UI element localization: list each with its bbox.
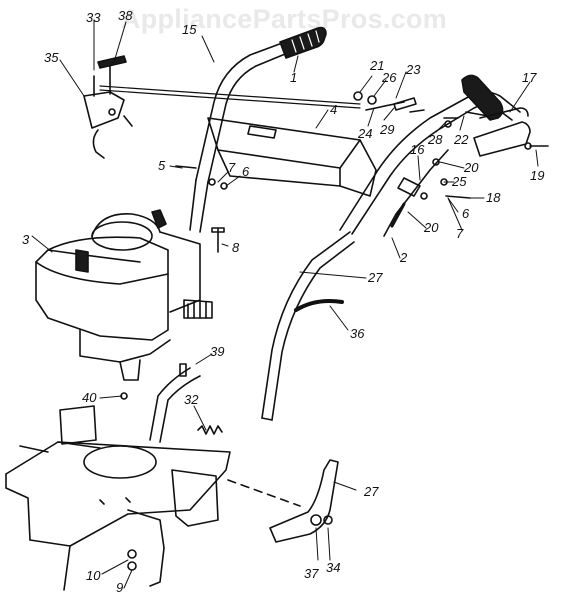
callout-6a: 6 (242, 164, 250, 179)
left-bracket-hardware (175, 165, 228, 253)
watermark: AppliancePartsPros.com (120, 4, 448, 34)
cross-panel-4 (207, 117, 377, 197)
engine-3 (35, 209, 213, 381)
left-upper-handle (189, 41, 291, 233)
callout-25: 25 (451, 174, 467, 189)
spring-32 (197, 425, 223, 435)
callout-8: 8 (232, 240, 240, 255)
callout-7b: 7 (456, 226, 464, 241)
callout-33: 33 (86, 10, 101, 25)
callout-1: 1 (290, 70, 297, 85)
callout-27a: 27 (367, 270, 383, 285)
callout-17: 17 (522, 70, 537, 85)
callout-7a: 7 (228, 160, 236, 175)
callout-28: 28 (427, 132, 443, 147)
callout-26: 26 (381, 70, 397, 85)
callout-38: 38 (118, 8, 133, 23)
callout-27b: 27 (363, 484, 379, 499)
callout-6b: 6 (462, 206, 470, 221)
callout-20a: 20 (463, 160, 479, 175)
callout-16: 16 (410, 142, 425, 157)
callout-9: 9 (116, 580, 123, 595)
upper-hardware (353, 91, 489, 128)
callout-36: 36 (350, 326, 365, 341)
leader-lines (31, 19, 539, 589)
callout-32: 32 (184, 392, 199, 407)
grip-ridges-left (291, 30, 320, 53)
callout-23: 23 (405, 62, 421, 77)
control-bail-17 (473, 107, 531, 157)
bolt-18 (445, 195, 471, 199)
callout-29: 29 (379, 122, 394, 137)
callout-5: 5 (158, 158, 166, 173)
callout-2: 2 (399, 250, 408, 265)
callout-35: 35 (44, 50, 59, 65)
frame-base (5, 367, 231, 591)
callout-3: 3 (22, 232, 30, 247)
callout-39: 39 (210, 344, 224, 359)
callout-20b: 20 (423, 220, 439, 235)
control-rod (99, 85, 361, 109)
callout-labels: 1 2 3 4 5 6 6 7 7 8 9 10 15 16 17 18 19 … (22, 8, 544, 595)
bolts-9-10 (127, 549, 137, 571)
callout-37: 37 (304, 566, 319, 581)
callout-40: 40 (82, 390, 97, 405)
callout-4: 4 (330, 102, 337, 117)
throttle-lever-assembly (83, 55, 133, 159)
bolt-19 (524, 142, 549, 150)
hardware-39-40 (120, 363, 187, 400)
callout-10: 10 (86, 568, 101, 583)
callout-34: 34 (326, 560, 340, 575)
callout-19: 19 (530, 168, 544, 183)
lower-bracket (227, 459, 339, 543)
lower-handle-27 (261, 231, 355, 421)
callout-24: 24 (357, 126, 372, 141)
callout-15: 15 (182, 22, 197, 37)
callout-18: 18 (486, 190, 501, 205)
callout-22: 22 (453, 132, 469, 147)
cable-adjuster (383, 149, 449, 237)
part-36 (294, 299, 344, 312)
callout-21: 21 (369, 58, 384, 73)
handle-grip-left (279, 26, 327, 59)
handle-grip-right (461, 74, 504, 121)
